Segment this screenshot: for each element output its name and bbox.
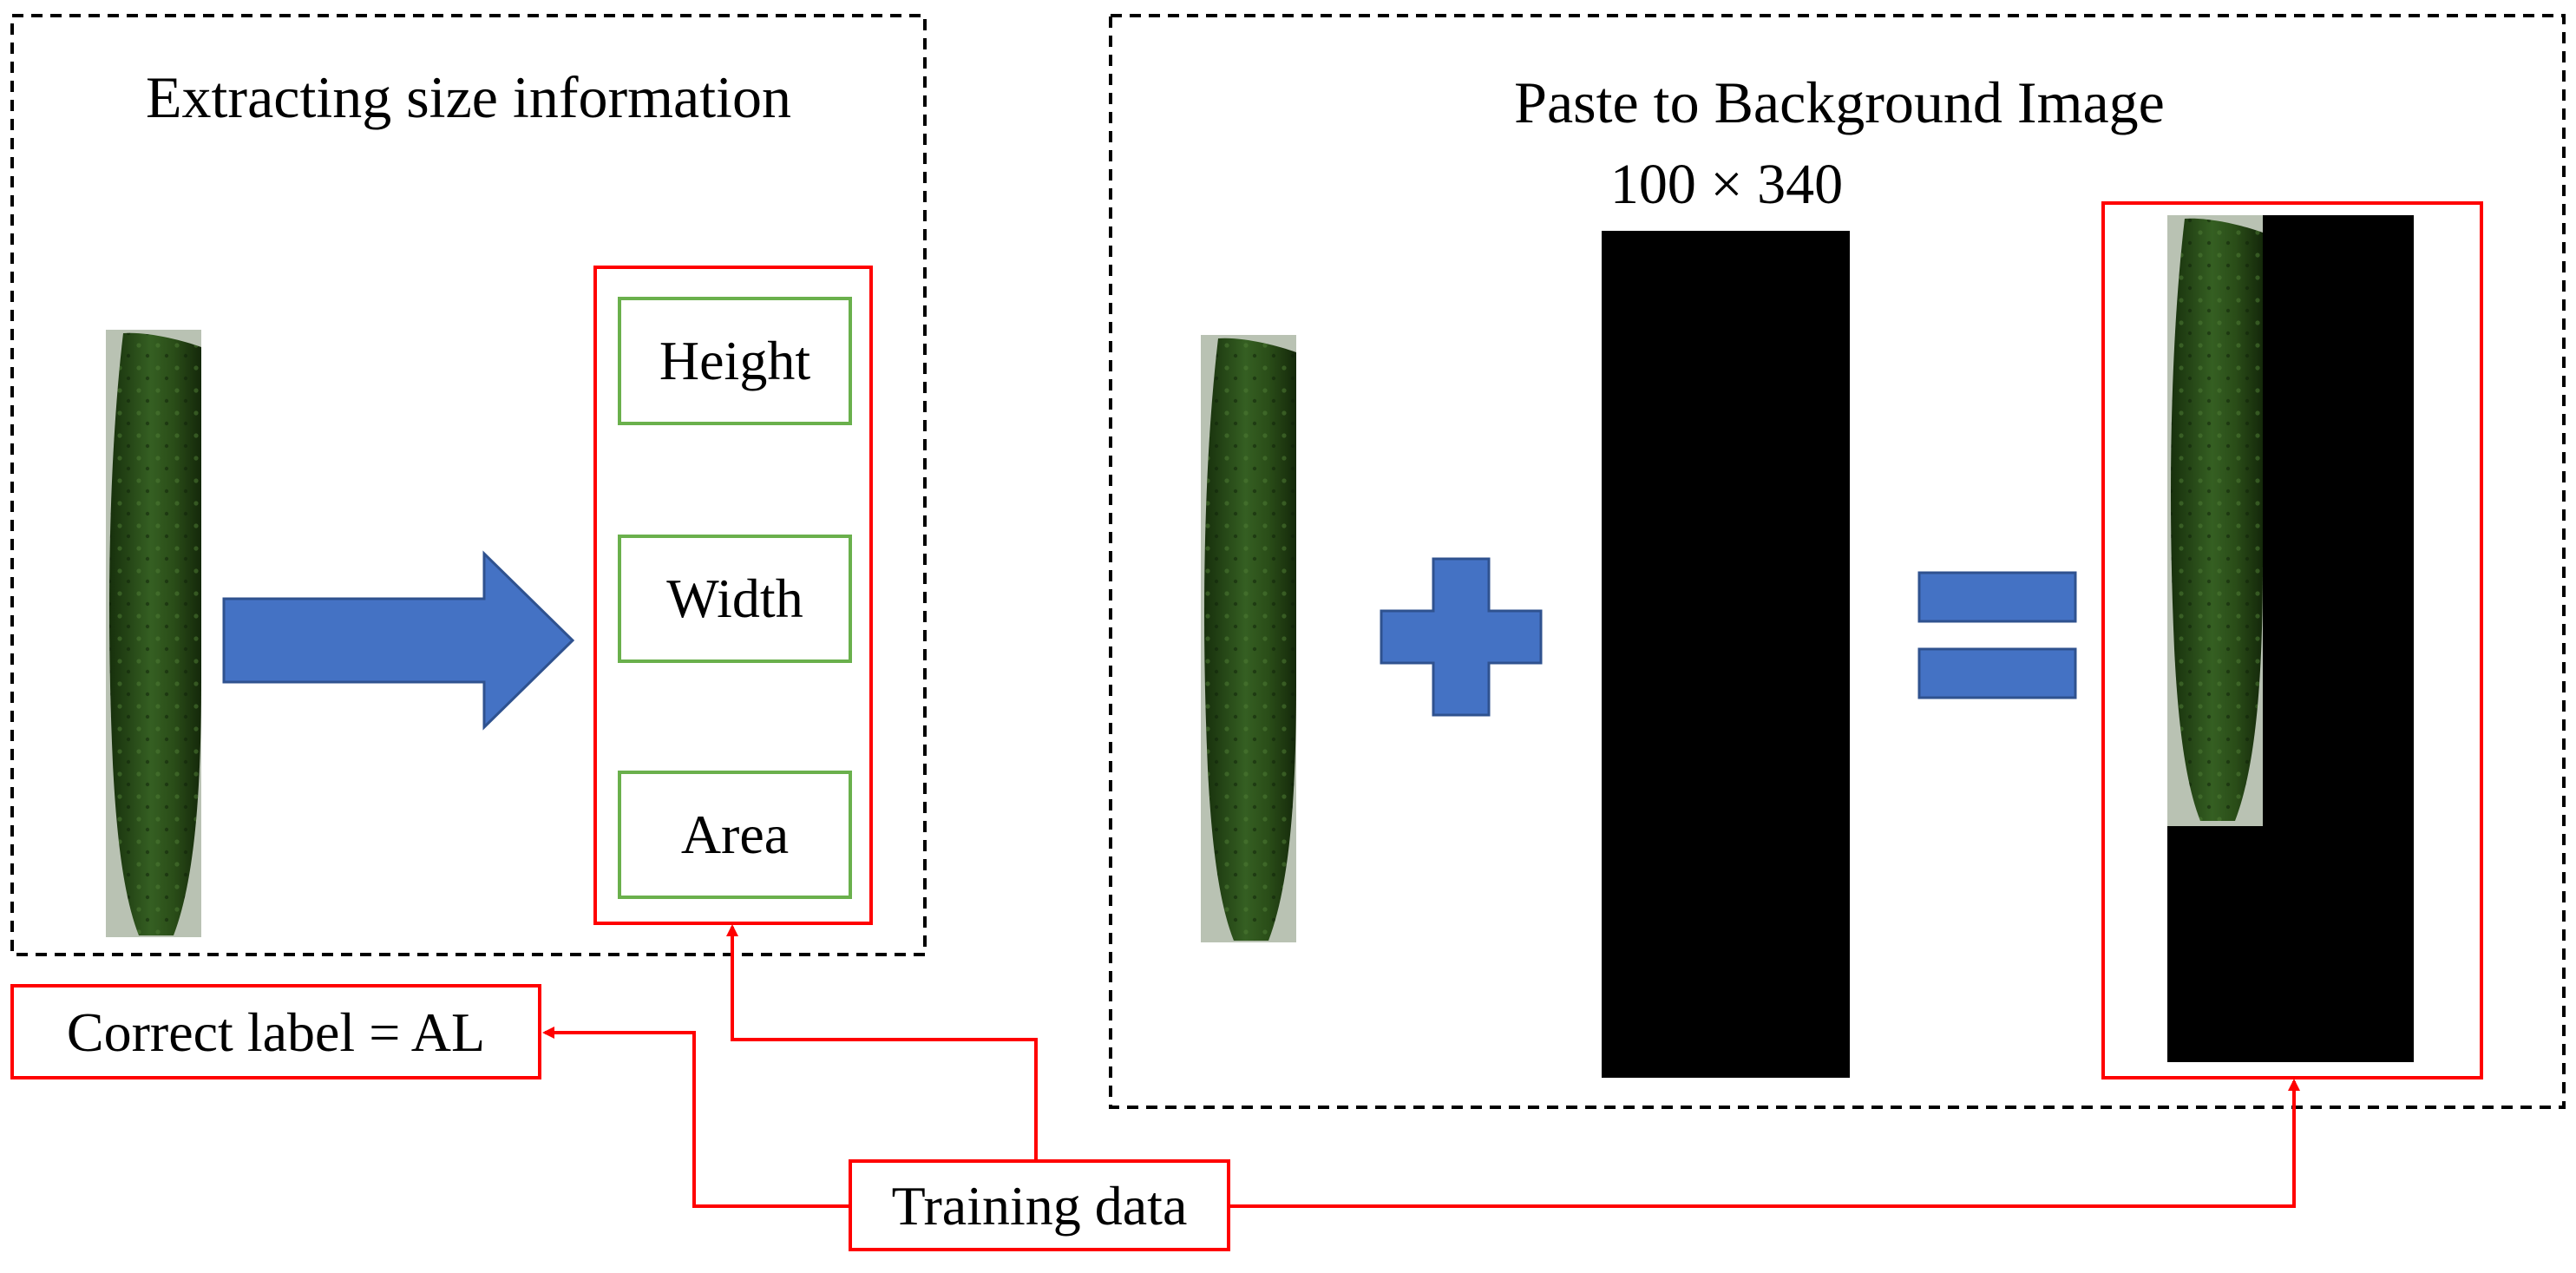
feature-width-label: Width <box>666 568 803 629</box>
features-box <box>593 266 873 925</box>
width-box <box>618 535 852 663</box>
feature-area-label: Area <box>680 804 790 865</box>
cucumber-image-right <box>1201 335 1296 942</box>
right-panel-title: Paste to Background Image <box>1514 69 2165 135</box>
correct-label-box <box>10 984 541 1079</box>
left-panel-border <box>10 14 927 956</box>
correct-label-text: Correct label = AL <box>66 1001 486 1063</box>
right-arrow-icon <box>222 550 575 731</box>
arrow-to-features <box>726 924 1038 1161</box>
result-image <box>2167 215 2414 1062</box>
left-panel-title: Extracting size information <box>146 64 791 130</box>
background-image <box>1602 231 1850 1078</box>
feature-height-label: Height <box>659 330 811 391</box>
area-box <box>618 771 852 899</box>
background-size-label: 100 × 340 <box>1609 153 1844 216</box>
height-box <box>618 297 852 425</box>
right-panel-border <box>1109 14 2566 1109</box>
arrow-to-result <box>1229 1079 2300 1208</box>
plus-icon <box>1380 557 1543 717</box>
training-data-text: Training data <box>891 1175 1188 1237</box>
cucumber-image-left <box>106 330 201 937</box>
arrow-to-correct-label <box>542 1027 850 1208</box>
result-box <box>2101 201 2483 1079</box>
equals-icon <box>1917 571 2077 699</box>
